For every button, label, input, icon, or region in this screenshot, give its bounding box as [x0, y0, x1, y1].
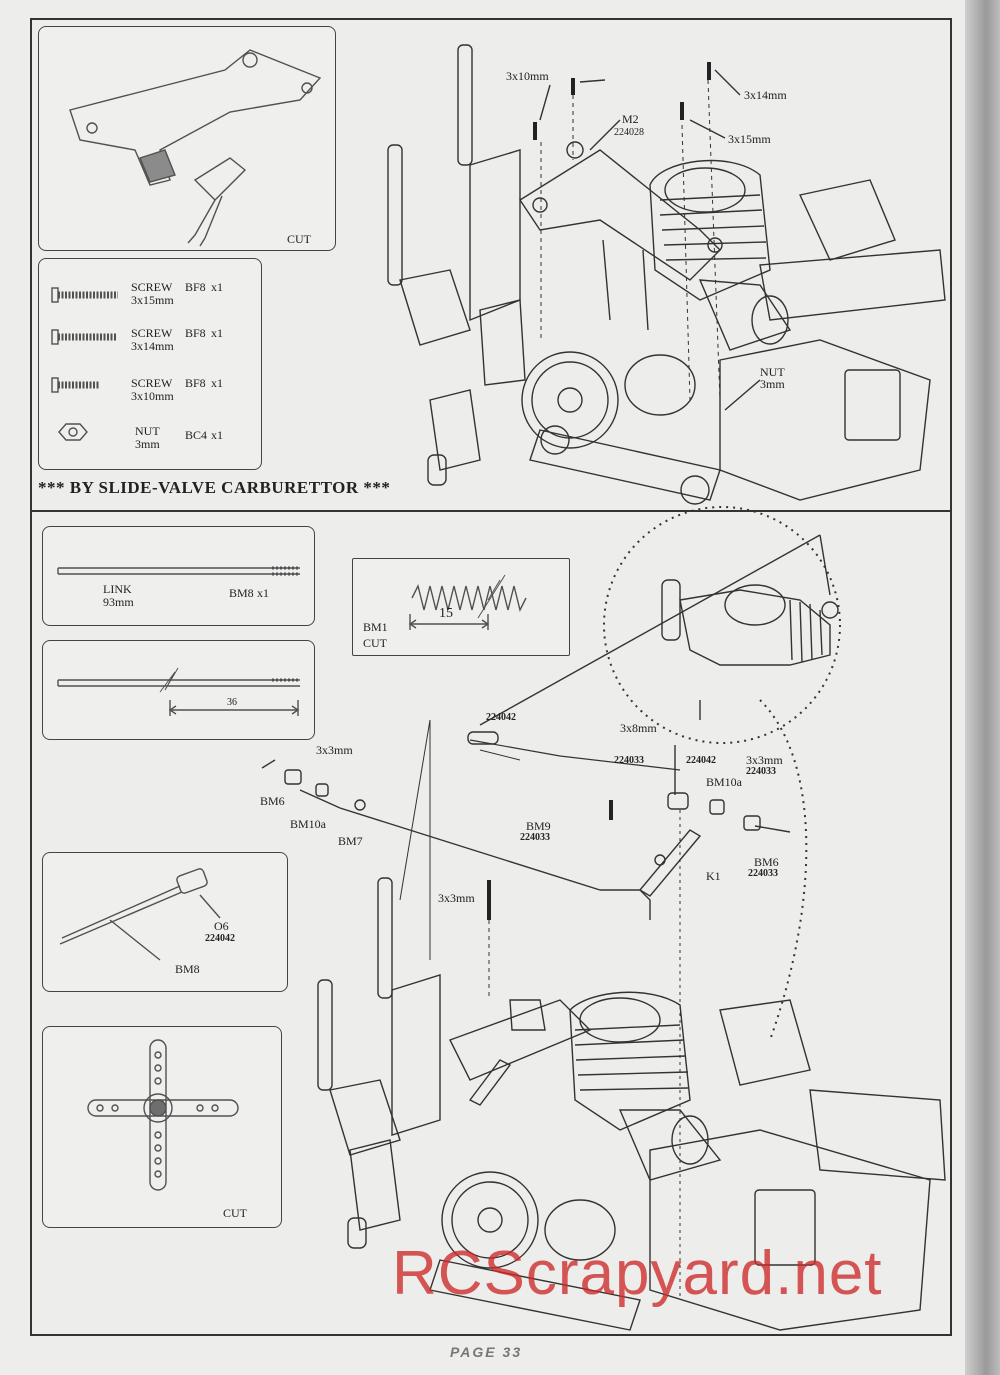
link-size: 93mm [103, 595, 134, 609]
part-qty: x1 [211, 280, 223, 294]
callout-3x3mm-right: 3x3mm [746, 753, 783, 767]
page-number: PAGE 33 [450, 1344, 523, 1360]
link-93mm-box: LINK 93mm BM8 x1 [42, 526, 315, 626]
top-assembly-illustration [387, 44, 946, 505]
part-code: BF8 [185, 280, 206, 294]
part-size: 3mm [135, 437, 160, 451]
bottom-assembly-illustration [317, 877, 946, 1331]
part-code: BF8 [185, 326, 206, 340]
part-name: NUT [135, 424, 160, 438]
callout-3x3mm-left: 3x3mm [316, 743, 353, 757]
callout-bm10a-right: BM10a [706, 775, 742, 789]
part-size: 3x14mm [131, 339, 174, 353]
part-name: SCREW [131, 376, 173, 390]
section-divider [30, 510, 952, 512]
bracket-cut-illustration [69, 49, 322, 247]
page-frame [30, 18, 952, 1336]
callout-nut: NUT [760, 365, 785, 379]
linkage-exploded-art [261, 534, 831, 1300]
callout-224033-a: 224033 [614, 755, 644, 766]
callout-m2-code: 224028 [614, 127, 644, 138]
carburettor-art [603, 506, 841, 1041]
callout-k1: K1 [706, 869, 721, 883]
watermark: RCScrapyard.net [392, 1239, 883, 1308]
callout-bm10a-left: BM10a [290, 817, 326, 831]
o6-art [59, 868, 221, 961]
link-cut-box: 36 [42, 640, 315, 740]
part-code: BF8 [185, 376, 206, 390]
callout-bm9: BM9 [526, 819, 551, 833]
callout-224033-b: 224033 [746, 766, 776, 777]
cut-length-value: 36 [227, 697, 237, 708]
part-qty: x1 [211, 326, 223, 340]
part-name: SCREW [131, 280, 173, 294]
servo-horn-art [87, 1039, 239, 1191]
page-binding-edge [965, 0, 1000, 1375]
servo-horn-box: CUT [42, 1026, 282, 1228]
o6-assembly-box: O6 224042 BM8 [42, 852, 288, 992]
horn-cut-label: CUT [223, 1206, 247, 1220]
callout-3x8mm: 3x8mm [620, 721, 657, 735]
o6-label: O6 [214, 919, 229, 933]
spring-cut: CUT [363, 636, 387, 650]
callout-bm9-code: 224033 [520, 832, 550, 843]
spring-cut-box: 15 BM1 CUT [352, 558, 570, 656]
part-size: 3x15mm [131, 293, 174, 307]
callout-3x15mm: 3x15mm [728, 132, 771, 146]
callout-bm7: BM7 [338, 834, 363, 848]
cut-label: CUT [287, 232, 311, 246]
link-code: BM8 [229, 586, 254, 600]
part-name: SCREW [131, 326, 173, 340]
callout-nut-size: 3mm [760, 377, 785, 391]
parts-list-box: SCREW 3x15mm BF8 x1 SCREW 3x14mm BF8 x1 … [38, 258, 262, 470]
cut-bracket-box: CUT [38, 26, 336, 251]
link-rod-art [57, 566, 300, 716]
callout-3x3mm-lower: 3x3mm [438, 891, 475, 905]
callout-m2: M2 [622, 112, 639, 126]
part-qty: x1 [211, 376, 223, 390]
bm8-label: BM8 [175, 962, 200, 976]
part-code: BC4 [185, 428, 208, 442]
parts-list-icons [51, 287, 118, 441]
link-label: LINK [103, 582, 132, 596]
callout-3x14mm: 3x14mm [744, 88, 787, 102]
link-qty: x1 [257, 586, 269, 600]
spring-length-value: 15 [439, 606, 453, 621]
spring-art [408, 574, 527, 630]
callout-bm6-right-code: 224033 [748, 868, 778, 879]
callout-3x10mm: 3x10mm [506, 69, 549, 83]
callout-bm6-left: BM6 [260, 794, 285, 808]
o6-code: 224042 [205, 933, 235, 944]
carburettor-banner: *** BY SLIDE-VALVE CARBURETTOR *** [38, 478, 391, 497]
part-qty: x1 [211, 428, 223, 442]
part-size: 3x10mm [131, 389, 174, 403]
spring-code: BM1 [363, 620, 388, 634]
callout-224042-b: 224042 [686, 755, 716, 766]
callout-bm6-right: BM6 [754, 855, 779, 869]
callout-224042-a: 224042 [486, 712, 516, 723]
